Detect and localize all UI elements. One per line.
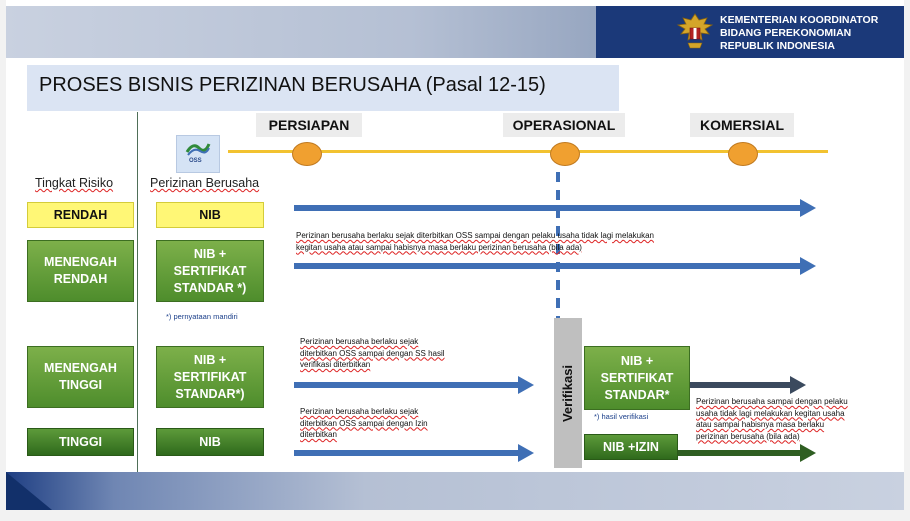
risk-menengah-rendah: MENENGAH RENDAH: [27, 240, 134, 302]
desc-high-risk: Perizinan berusaha berlaku sejak diterbi…: [300, 406, 428, 441]
arrow-sertifikat-shaft: [690, 382, 790, 388]
arrow-menengah-tinggi-head: [518, 376, 534, 394]
header-dark-panel: [596, 6, 904, 58]
permit-after-verification-izin: NIB +IZIN: [584, 434, 678, 460]
label-perizinan-berusaha: Perizinan Berusaha: [150, 176, 260, 190]
desc-high-risk-text: Perizinan berusaha berlaku sejak diterbi…: [300, 407, 428, 439]
permit-rendah: NIB: [156, 202, 264, 228]
arrow-sertifikat-head: [790, 376, 806, 394]
risk-menengah-tinggi: MENENGAH TINGGI: [27, 346, 134, 408]
milestone-operasional: [550, 142, 580, 166]
milestone-persiapan: [292, 142, 322, 166]
arrow-menengah-tinggi-shaft: [294, 382, 518, 388]
milestone-komersial: [728, 142, 758, 166]
slide: KEMENTERIAN KOORDINATOR BIDANG PEREKONOM…: [6, 0, 904, 510]
desc-low-risk: Perizinan berusaha berlaku sejak diterbi…: [296, 230, 654, 253]
slide-title: PROSES BISNIS PERIZINAN BERUSAHA (Pasal …: [39, 74, 546, 96]
arrow-rendah-head: [800, 199, 816, 217]
footer-corner: [6, 472, 52, 510]
desc-after-verification-text: Perizinan berusaha sampai dengan pelaku …: [696, 397, 848, 441]
footer-band: [6, 472, 904, 510]
garuda-emblem-icon: [676, 13, 714, 49]
operasional-dashed-line: [556, 172, 560, 320]
note-hasil-verifikasi: *) hasil verifikasi: [594, 412, 649, 421]
arrow-tinggi-head: [518, 444, 534, 462]
oss-logo-text: OSS: [189, 158, 202, 164]
ministry-name: KEMENTERIAN KOORDINATOR BIDANG PEREKONOM…: [720, 14, 878, 53]
permit-tinggi: NIB: [156, 428, 264, 456]
arrow-izin-head: [800, 444, 816, 462]
phase-persiapan: PERSIAPAN: [256, 113, 362, 137]
risk-rendah: RENDAH: [27, 202, 134, 228]
permit-menengah-rendah: NIB + SERTIFIKAT STANDAR *): [156, 240, 264, 302]
oss-logo: OSS: [176, 135, 220, 173]
arrow-izin-shaft: [678, 450, 800, 456]
ministry-line-3: REPUBLIK INDONESIA: [720, 40, 835, 52]
column-divider: [137, 112, 138, 472]
title-box: [27, 65, 619, 111]
desc-mid-high-risk: Perizinan berusaha berlaku sejak diterbi…: [300, 336, 445, 371]
risk-tinggi: TINGGI: [27, 428, 134, 456]
note-pernyataan-mandiri: *) pernyataan mandiri: [166, 312, 238, 321]
timeline: [228, 150, 828, 153]
ministry-line-1: KEMENTERIAN KOORDINATOR: [720, 14, 879, 26]
arrow-rendah-shaft: [294, 205, 800, 211]
arrow-tinggi-shaft: [294, 450, 518, 456]
desc-low-risk-text: Perizinan berusaha berlaku sejak diterbi…: [296, 231, 654, 252]
verifikasi-bar: [554, 318, 582, 468]
permit-after-verification-sertifikat: NIB + SERTIFIKAT STANDAR*: [584, 346, 690, 410]
phase-operasional: OPERASIONAL: [503, 113, 625, 137]
ministry-line-2: BIDANG PEREKONOMIAN: [720, 27, 852, 39]
permit-menengah-tinggi: NIB + SERTIFIKAT STANDAR*): [156, 346, 264, 408]
arrow-menengah-rendah-shaft: [294, 263, 800, 269]
label-tingkat-risiko: Tingkat Risiko: [35, 176, 114, 190]
oss-wave-icon: [185, 143, 211, 156]
desc-mid-high-risk-text: Perizinan berusaha berlaku sejak diterbi…: [300, 337, 445, 369]
desc-after-verification: Perizinan berusaha sampai dengan pelaku …: [696, 396, 848, 442]
phase-komersial: KOMERSIAL: [690, 113, 794, 137]
flow-arrows: [294, 199, 816, 462]
arrow-menengah-rendah-head: [800, 257, 816, 275]
